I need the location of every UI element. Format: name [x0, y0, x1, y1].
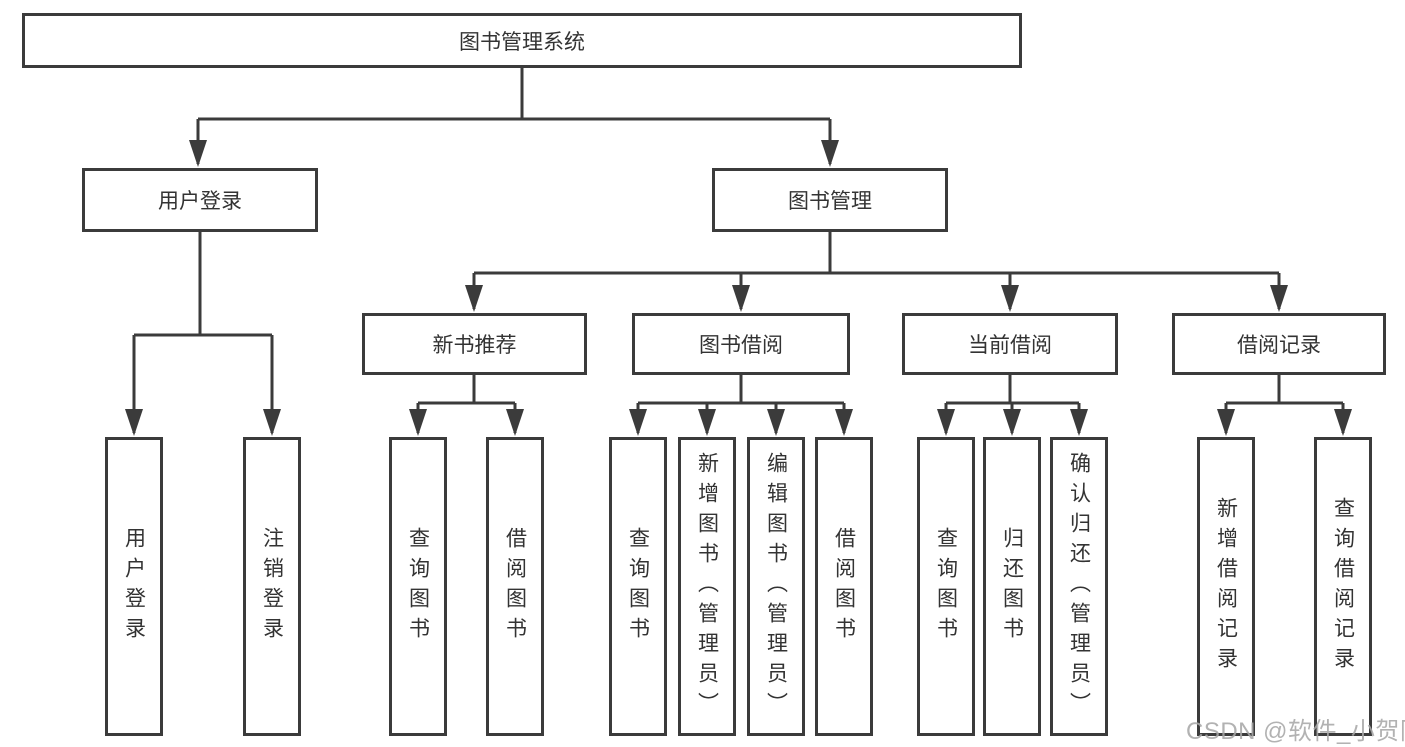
node-label: 新书推荐: [432, 334, 517, 357]
node-label: 新增借阅记录: [1214, 496, 1238, 677]
node-label: 用户登录: [158, 190, 242, 213]
leaf-query-borrow-record: 查询借阅记录: [1314, 437, 1372, 736]
arrow-down-icon: [125, 409, 143, 436]
connector-bookmgmt-to-level3: [472, 232, 1281, 309]
node-label: 查询借阅记录: [1331, 496, 1355, 677]
arrow-down-icon: [263, 409, 281, 436]
leaf-logout: 注销登录: [243, 437, 301, 736]
leaf-add-borrow-record: 新增借阅记录: [1197, 437, 1255, 736]
node-label: 借阅图书: [832, 526, 856, 647]
arrow-down-icon: [506, 409, 524, 436]
node-borrowing-records: 借阅记录: [1172, 313, 1386, 375]
arrow-down-icon: [767, 409, 785, 436]
node-label: 归还图书: [1000, 526, 1024, 647]
arrow-down-icon: [1070, 409, 1088, 436]
connector-records-to-leaves: [1224, 375, 1345, 433]
node-user-login: 用户登录: [82, 168, 318, 232]
arrow-down-icon: [698, 409, 716, 436]
leaf-user-login: 用户登录: [105, 437, 163, 736]
arrow-down-icon: [465, 285, 483, 312]
node-label: 借阅图书: [503, 526, 527, 647]
connector-bookborrow-to-leaves: [636, 375, 846, 433]
connector-currentborrow-to-leaves: [944, 375, 1081, 433]
arrow-down-icon: [732, 285, 750, 312]
node-label: 查询图书: [934, 526, 958, 647]
connector-userlogin-to-leaves: [132, 232, 274, 433]
leaf-borrow-books-recommend: 借阅图书: [486, 437, 544, 736]
leaf-confirm-return-admin: 确认归还（管理员）: [1050, 437, 1108, 736]
node-label: 查询图书: [626, 526, 650, 647]
watermark: CSDN @软件_小贺同学: [1186, 718, 1405, 745]
node-root: 图书管理系统: [22, 13, 1022, 68]
arrow-down-icon: [835, 409, 853, 436]
node-label: 编辑图书（管理员）: [764, 451, 788, 722]
arrow-down-icon: [189, 140, 207, 167]
leaf-query-books-borrow: 查询图书: [609, 437, 667, 736]
leaf-add-books-admin: 新增图书（管理员）: [678, 437, 736, 736]
leaf-return-books: 归还图书: [983, 437, 1041, 736]
connector-newbook-to-leaves: [416, 375, 517, 433]
node-book-management: 图书管理: [712, 168, 948, 232]
arrow-down-icon: [1217, 409, 1235, 436]
arrow-down-icon: [1001, 285, 1019, 312]
connector-root-to-level2: [196, 68, 832, 164]
arrow-down-icon: [409, 409, 427, 436]
leaf-query-books-recommend: 查询图书: [389, 437, 447, 736]
connector-lines: [132, 68, 1345, 433]
leaf-borrow-books: 借阅图书: [815, 437, 873, 736]
arrow-down-icon: [1003, 409, 1021, 436]
arrow-down-icon: [629, 409, 647, 436]
node-label: 图书管理系统: [459, 30, 585, 54]
arrow-down-icon: [1270, 285, 1288, 312]
arrow-down-icon: [821, 140, 839, 167]
node-label: 查询图书: [406, 526, 430, 647]
node-label: 注销登录: [260, 526, 284, 647]
leaf-edit-books-admin: 编辑图书（管理员）: [747, 437, 805, 736]
leaf-query-books-current: 查询图书: [917, 437, 975, 736]
node-book-borrowing: 图书借阅: [632, 313, 850, 375]
node-label: 用户登录: [122, 526, 146, 647]
arrow-down-icon: [1334, 409, 1352, 436]
node-current-borrowing: 当前借阅: [902, 313, 1118, 375]
node-label: 确认归还（管理员）: [1067, 451, 1091, 722]
node-label: 图书管理: [788, 190, 872, 213]
node-label: 当前借阅: [968, 334, 1052, 357]
node-label: 图书借阅: [699, 334, 783, 357]
node-label: 新增图书（管理员）: [695, 451, 719, 722]
arrow-down-icon: [937, 409, 955, 436]
node-label: 借阅记录: [1237, 334, 1321, 357]
node-new-book-recommend: 新书推荐: [362, 313, 587, 375]
